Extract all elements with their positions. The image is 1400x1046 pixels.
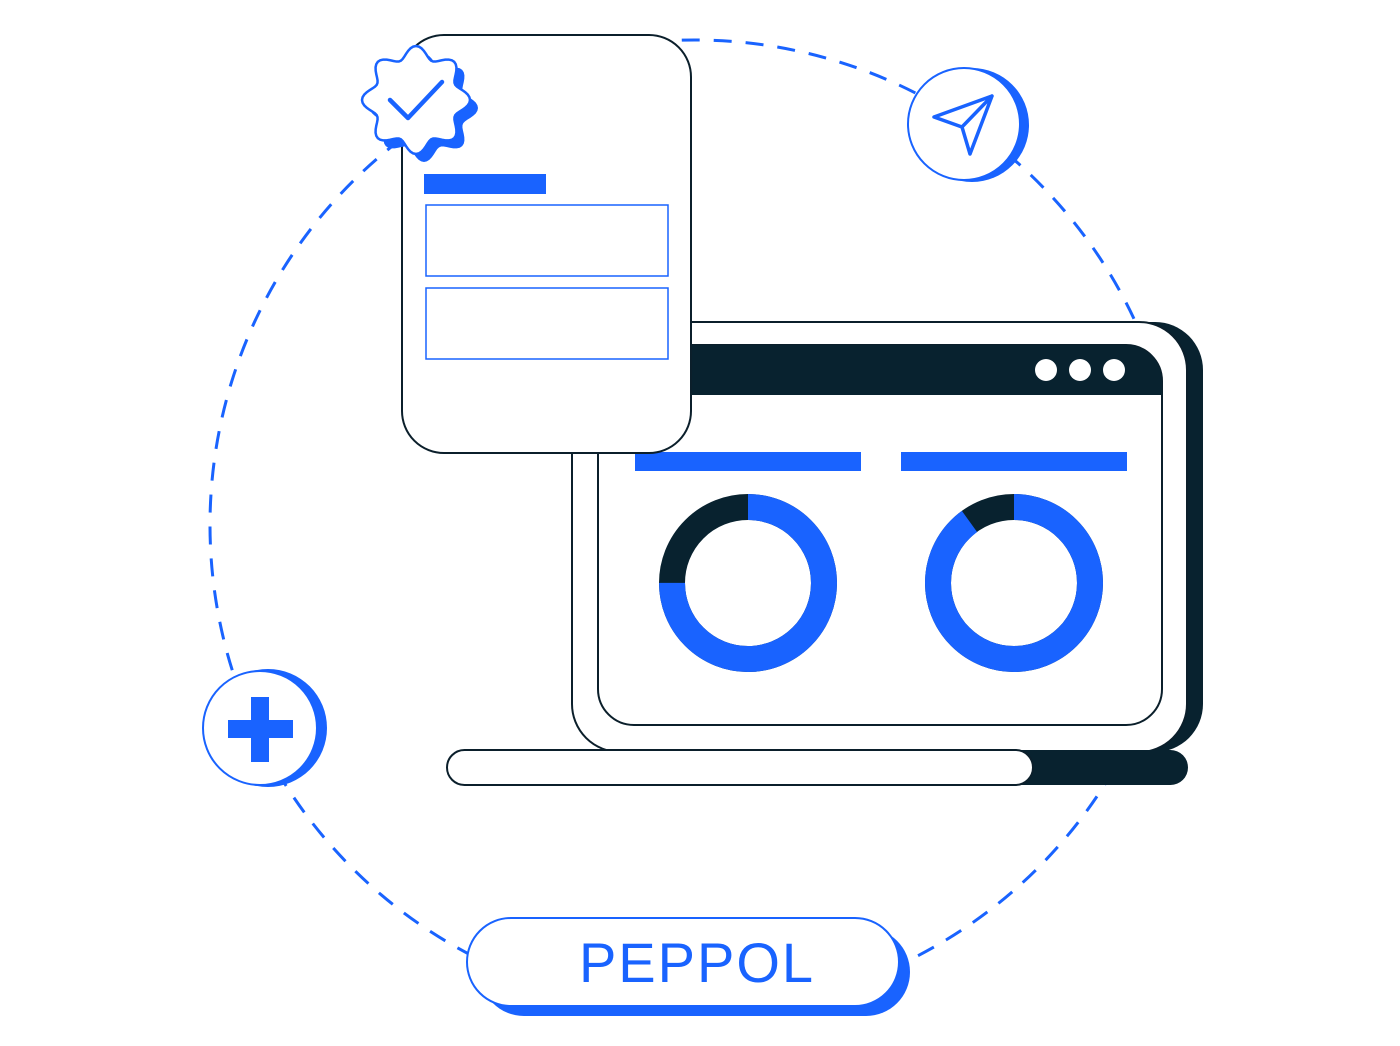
paper-plane-icon[interactable] — [907, 67, 1029, 182]
form-field-2[interactable] — [425, 287, 669, 360]
form-heading-bar — [424, 174, 546, 194]
peppol-badge[interactable]: PEPPOL — [466, 917, 910, 1016]
chart-header-bar-right — [901, 452, 1127, 471]
plus-icon[interactable] — [202, 669, 327, 787]
check-badge-icon — [360, 44, 478, 162]
chart-header-bar-left — [635, 452, 861, 471]
donut-chart-right — [925, 494, 1103, 672]
peppol-label: PEPPOL — [579, 931, 815, 994]
window-titlebar — [598, 345, 1162, 395]
laptop-base — [446, 749, 1034, 786]
donut-value-segment — [925, 494, 1103, 672]
phone-form — [401, 34, 692, 454]
three-dots-icon[interactable] — [1035, 359, 1125, 381]
laptop — [446, 321, 1203, 786]
donut-chart-left — [659, 494, 837, 672]
donut-value-segment — [659, 494, 837, 672]
form-field-1[interactable] — [425, 204, 669, 277]
